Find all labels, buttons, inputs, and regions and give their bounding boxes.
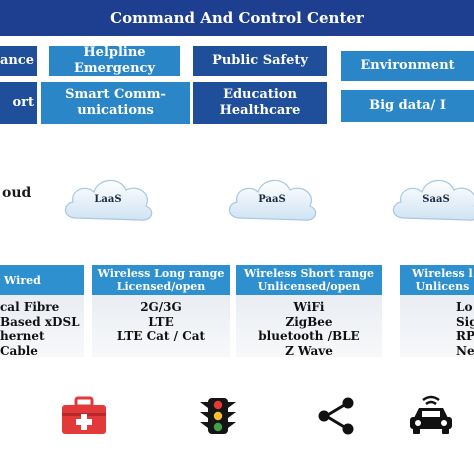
cloud-label: PaaS xyxy=(258,194,286,205)
cloud-icon xyxy=(64,179,153,221)
network-header-wired: Wired xyxy=(0,265,84,295)
service-label: Smart Comm- unications xyxy=(65,87,166,118)
network-body-wired: cal Fibre Based xDSL hernet Cable xyxy=(0,295,84,358)
service-label: Environment xyxy=(360,58,455,73)
cloud-laas: LaaS xyxy=(58,168,158,228)
service-box-transport: ort xyxy=(0,82,37,124)
network-item: LTE xyxy=(148,314,174,329)
network-header-label: Wired xyxy=(4,273,41,287)
cloud-label: SaaS xyxy=(422,194,450,205)
network-header-short-range: Wireless Short range Unlicensed/open xyxy=(236,265,382,295)
service-box-governance: ance xyxy=(0,46,37,76)
network-item: Cable xyxy=(0,343,38,358)
network-header-lpwan: Wireless l Unlicens xyxy=(400,265,474,295)
network-header-label: Wireless l Unlicens xyxy=(412,267,473,293)
traffic-light-icon xyxy=(196,394,240,438)
network-item: hernet xyxy=(0,329,45,343)
network-body-lpwan: Lo Sigf RPI Ne xyxy=(400,295,474,358)
network-header-label: Wireless Short range Unlicensed/open xyxy=(243,267,375,293)
service-label: Big data/ I xyxy=(369,98,446,113)
network-item: bluetooth /BLE xyxy=(258,329,360,343)
service-box-environment: Environment xyxy=(341,51,474,81)
network-item: Z Wave xyxy=(285,343,333,358)
network-item: 2G/3G xyxy=(140,300,182,314)
service-label: ort xyxy=(12,95,34,110)
service-box-big-data: Big data/ I xyxy=(341,90,474,122)
connected-car-icon xyxy=(406,392,452,436)
network-body-long-range: 2G/3G LTE LTE Cat / Cat xyxy=(92,295,230,357)
network-item: cal Fibre xyxy=(0,300,60,314)
service-label: Helpline Emergency xyxy=(73,45,156,76)
network-item: LTE Cat / Cat xyxy=(116,329,206,343)
network-item: Lo xyxy=(456,300,473,314)
network-header-long-range: Wireless Long range Licensed/open xyxy=(92,265,230,295)
network-item: Based xDSL xyxy=(0,314,80,329)
service-label: Public Safety xyxy=(212,53,308,68)
network-item: RPI xyxy=(456,329,474,343)
first-aid-kit-icon xyxy=(60,396,106,440)
service-box-helpline: Helpline Emergency xyxy=(49,45,180,76)
title-banner: Command And Control Center xyxy=(0,0,474,36)
cloud-row-label: oud xyxy=(2,185,32,201)
service-box-smart-communications: Smart Comm- unications xyxy=(41,82,190,124)
cloud-icon xyxy=(228,179,317,221)
network-header-label: Wireless Long range Licensed/open xyxy=(97,267,225,293)
network-item: WiFi xyxy=(293,300,325,314)
cloud-icon xyxy=(392,179,474,221)
cloud-paas: PaaS xyxy=(222,168,322,228)
network-item: ZigBee xyxy=(285,314,333,329)
network-item: Ne xyxy=(456,343,474,358)
service-box-public-safety: Public Safety xyxy=(193,46,327,76)
cloud-saas: SaaS xyxy=(386,168,474,228)
page-title: Command And Control Center xyxy=(110,9,364,27)
network-item: Sigf xyxy=(456,314,474,329)
network-body-short-range: WiFi ZigBee bluetooth /BLE Z Wave xyxy=(236,295,382,358)
service-label: Education Healthcare xyxy=(219,87,301,118)
share-icon xyxy=(314,396,358,440)
service-label: ance xyxy=(0,53,34,68)
service-box-education-healthcare: Education Healthcare xyxy=(193,82,327,124)
cloud-label: LaaS xyxy=(94,194,122,205)
